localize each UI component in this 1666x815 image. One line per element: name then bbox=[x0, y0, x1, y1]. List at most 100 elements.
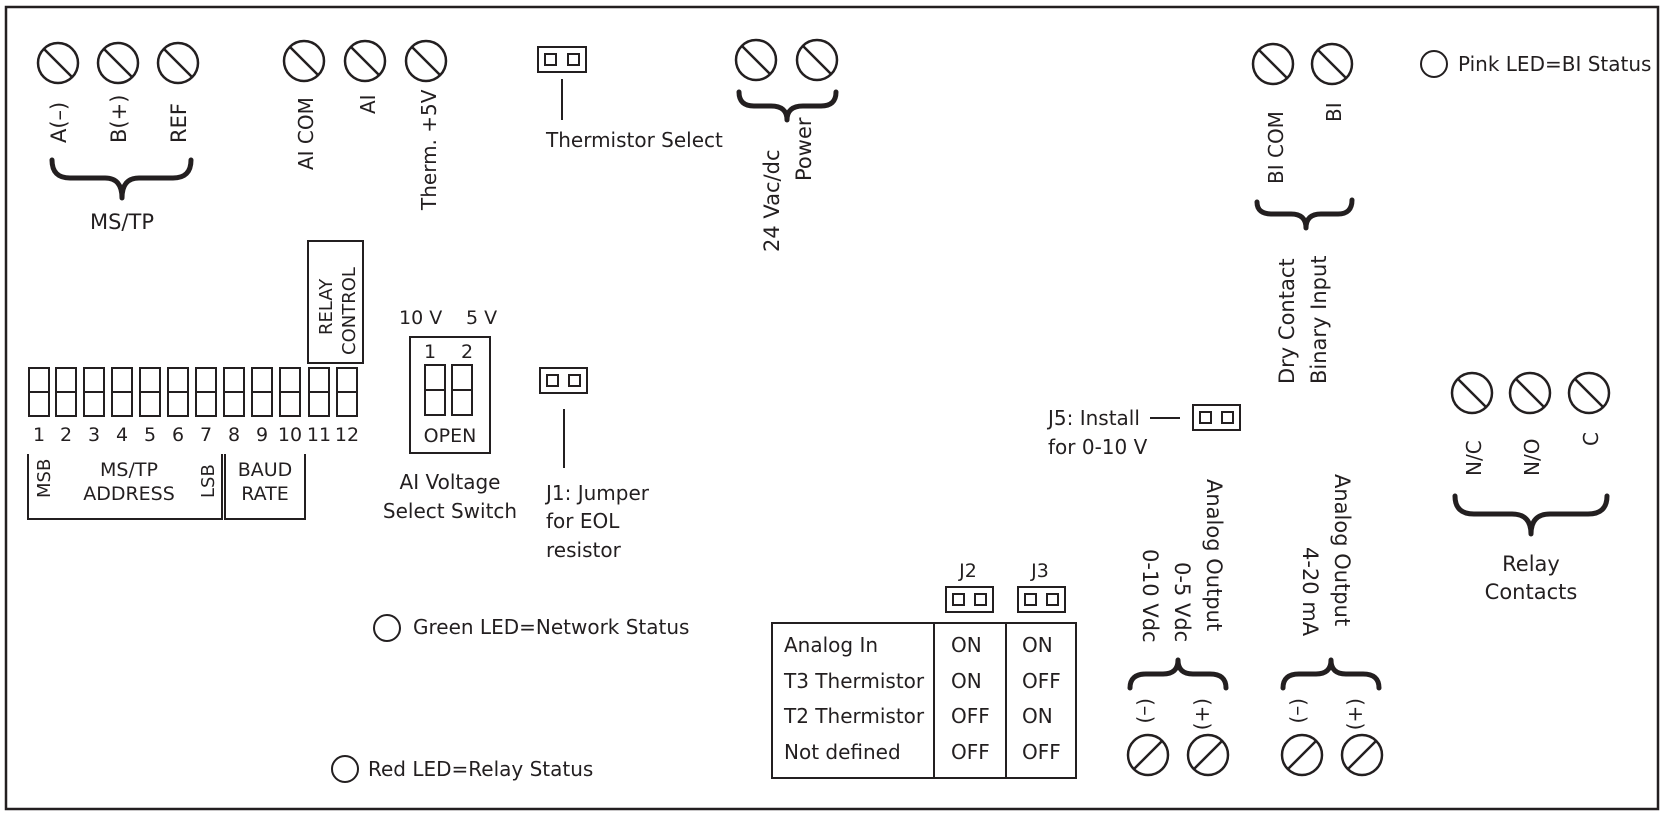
bi-group-label-2: Binary Input bbox=[1307, 255, 1331, 384]
table-cell-mode: Not defined bbox=[784, 740, 901, 764]
green-led: Green LED=Network Status bbox=[373, 614, 689, 642]
terminal-label-no: N/O bbox=[1520, 439, 1544, 476]
ai-switch-caption-1: AI Voltage bbox=[400, 470, 501, 494]
terminal-label-c: C bbox=[1579, 432, 1603, 446]
terminal-screw-aoc-pos bbox=[1340, 733, 1384, 777]
terminal-screw-nc bbox=[1450, 371, 1494, 415]
terminal-label-bi: BI bbox=[1322, 102, 1346, 122]
pink-led-label: Pink LED=BI Status bbox=[1458, 52, 1651, 76]
terminal-label-a: A(–) bbox=[47, 102, 71, 143]
dip-switch bbox=[279, 367, 301, 417]
relay-group-label-2: Contacts bbox=[1485, 580, 1578, 604]
table-row: Not defined OFF OFF bbox=[784, 740, 1061, 764]
terminal-screw-b bbox=[96, 41, 140, 85]
dip-switch bbox=[223, 367, 245, 417]
terminal-label-ai: AI bbox=[356, 94, 380, 114]
terminal-screw-ai-com bbox=[282, 39, 326, 83]
terminal-screw-power-1 bbox=[734, 38, 778, 82]
dip-switch bbox=[336, 367, 358, 417]
j1-label-1: J1: Jumper bbox=[544, 481, 650, 505]
diagram-border bbox=[4, 5, 1660, 811]
terminal-screw-aov-neg bbox=[1126, 733, 1170, 777]
baud-box bbox=[224, 454, 306, 520]
aoc-polarity-pos: (+) bbox=[1344, 698, 1368, 730]
lsb-label: LSB bbox=[198, 464, 219, 498]
terminal-screw-no bbox=[1508, 371, 1552, 415]
table-cell-mode: T2 Thermistor bbox=[783, 704, 925, 728]
power-label-voltage: 24 Vac/dc bbox=[760, 150, 784, 253]
dip-switch-number: 1 bbox=[33, 424, 45, 446]
terminal-screw-aov-pos bbox=[1186, 733, 1230, 777]
dip-switch-number: 10 bbox=[278, 424, 302, 446]
table-cell-mode: Analog In bbox=[784, 633, 878, 657]
j1-label-3: resistor bbox=[546, 538, 622, 562]
table-frame bbox=[771, 622, 1077, 779]
aov-polarity-pos: (+) bbox=[1191, 698, 1215, 730]
terminal-screw-therm bbox=[404, 39, 448, 83]
baud-label-1: BAUD bbox=[238, 459, 293, 481]
table-cell-j3: OFF bbox=[1022, 669, 1061, 693]
aov-label-1: Analog Output bbox=[1202, 479, 1226, 631]
j1-label-2: for EOL bbox=[546, 509, 620, 533]
jumper-j2 bbox=[945, 586, 994, 613]
terminal-screw-ref bbox=[156, 41, 200, 85]
table-row: T2 Thermistor OFF ON bbox=[783, 704, 1053, 728]
terminal-screw-bi bbox=[1310, 42, 1354, 86]
aoc-label-2: 4-20 mA bbox=[1298, 547, 1322, 637]
ai-switch-slot-1 bbox=[424, 364, 446, 416]
thermistor-select-label: Thermistor Select bbox=[545, 128, 723, 152]
address-label-1: MS/TP bbox=[100, 459, 158, 481]
terminal-screw-ai bbox=[343, 39, 387, 83]
ai-switch-n1: 1 bbox=[424, 341, 436, 363]
ai-switch-body bbox=[409, 336, 491, 454]
bi-group-label-1: Dry Contact bbox=[1275, 258, 1299, 384]
red-led-label: Red LED=Relay Status bbox=[368, 757, 593, 781]
table-cell-j3: OFF bbox=[1022, 740, 1061, 764]
relay-brace bbox=[1452, 493, 1610, 537]
ai-terminals: AI COM AI Therm. +5V bbox=[282, 39, 448, 211]
j5-label-2: for 0-10 V bbox=[1048, 435, 1148, 459]
dip-switch-number: 5 bbox=[144, 424, 156, 446]
bi-terminals: BI COM BI Dry Contact Binary Input bbox=[1251, 42, 1355, 384]
terminal-label-ref: REF bbox=[167, 103, 191, 143]
dip-switch bbox=[251, 367, 273, 417]
j1-jumper: J1: Jumper for EOL resistor bbox=[539, 367, 650, 562]
aoc-polarity-neg: (–) bbox=[1287, 698, 1311, 724]
relay-terminals: N/C N/O C Relay Contacts bbox=[1450, 371, 1611, 604]
address-label-2: ADDRESS bbox=[83, 483, 175, 505]
terminal-screw-c bbox=[1567, 371, 1611, 415]
power-terminals: 24 Vac/dc Power bbox=[734, 38, 839, 253]
table-cell-j2: OFF bbox=[951, 704, 990, 728]
dip-switch-number: 12 bbox=[335, 424, 359, 446]
aoc-label-1: Analog Output bbox=[1330, 474, 1354, 626]
power-label-power: Power bbox=[792, 117, 816, 181]
aov-polarity-neg: (–) bbox=[1134, 698, 1158, 724]
red-led-indicator bbox=[331, 755, 359, 783]
dip-switch bbox=[28, 367, 50, 417]
terminal-label-nc: N/C bbox=[1462, 440, 1486, 476]
aov-label-3: 0-10 Vdc bbox=[1138, 549, 1162, 643]
ai-switch-open: OPEN bbox=[424, 425, 477, 447]
table-row: T3 Thermistor ON OFF bbox=[783, 669, 1061, 693]
dip-switch bbox=[139, 367, 161, 417]
green-led-label: Green LED=Network Status bbox=[413, 615, 689, 639]
red-led: Red LED=Relay Status bbox=[331, 755, 593, 783]
dip-switch bbox=[167, 367, 189, 417]
green-led-indicator bbox=[373, 614, 401, 642]
aov-brace bbox=[1127, 657, 1229, 691]
baud-label-2: RATE bbox=[241, 483, 289, 505]
dip-switch bbox=[55, 367, 77, 417]
mode-table: J2 J3 Analog In ON ON T3 Thermistor ON O… bbox=[771, 560, 1077, 779]
table-header-j3: J3 bbox=[1030, 560, 1049, 582]
table-row: Analog In ON ON bbox=[784, 633, 1053, 657]
thermistor-select-jumper: Thermistor Select bbox=[537, 46, 723, 152]
analog-output-voltage: Analog Output 0-5 Vdc 0-10 Vdc (–) (+) bbox=[1126, 479, 1230, 777]
terminal-label-ai-com: AI COM bbox=[294, 97, 318, 170]
aov-label-2: 0-5 Vdc bbox=[1170, 562, 1194, 642]
table-cell-mode: T3 Thermistor bbox=[783, 669, 925, 693]
ai-switch-n2: 2 bbox=[461, 341, 473, 363]
table-cell-j3: ON bbox=[1022, 633, 1053, 657]
relay-group-label-1: Relay bbox=[1502, 552, 1560, 576]
